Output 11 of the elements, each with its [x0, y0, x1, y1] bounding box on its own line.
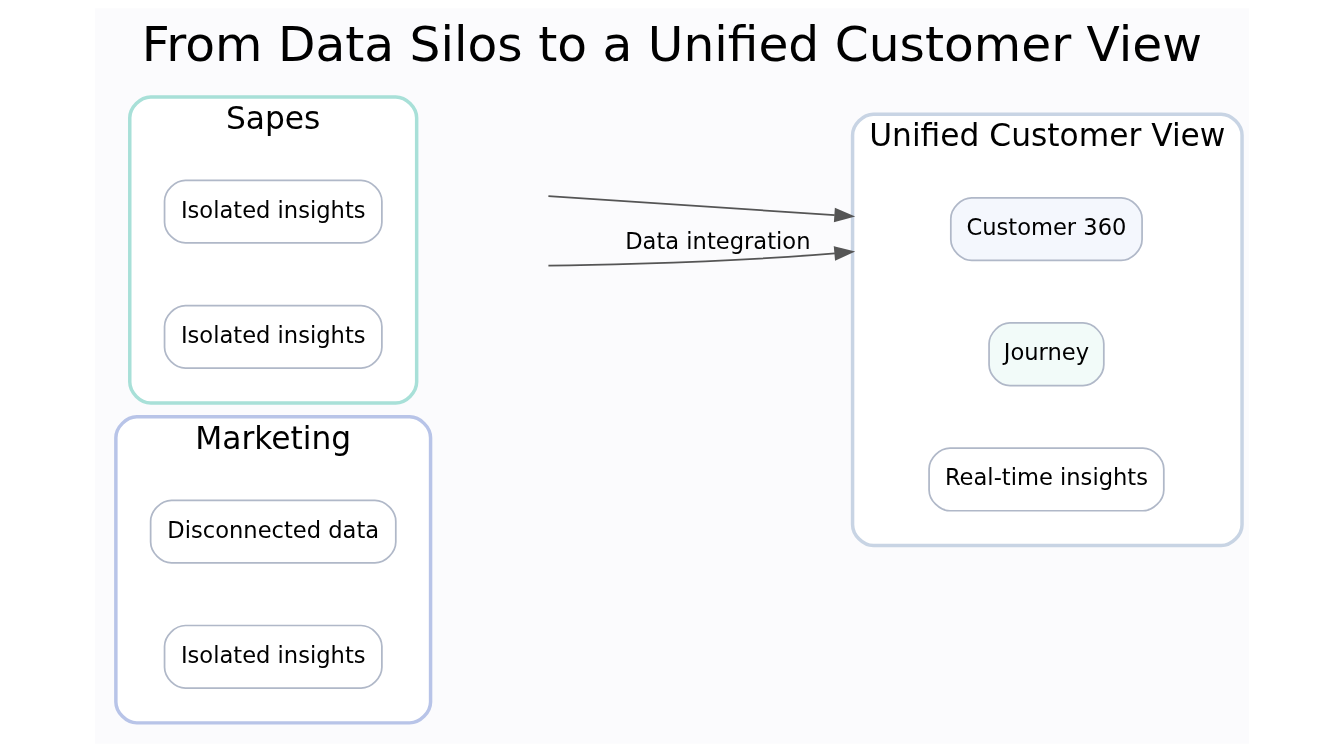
edge-label: Data integration [625, 227, 811, 254]
node-box: Isolated insights [163, 304, 383, 370]
diagram-title: From Data Silos to a Unified Customer View [141, 16, 1203, 73]
node-box: Customer 360 [949, 196, 1143, 262]
node-box: Disconnected data [149, 499, 397, 564]
node-box: Isolated insights [163, 624, 383, 689]
node-box: Isolated insights [163, 179, 383, 244]
node-box: Real-time insights [928, 447, 1165, 512]
arrow [547, 195, 856, 223]
node-box: Journey [988, 322, 1105, 387]
arrow [547, 246, 856, 267]
